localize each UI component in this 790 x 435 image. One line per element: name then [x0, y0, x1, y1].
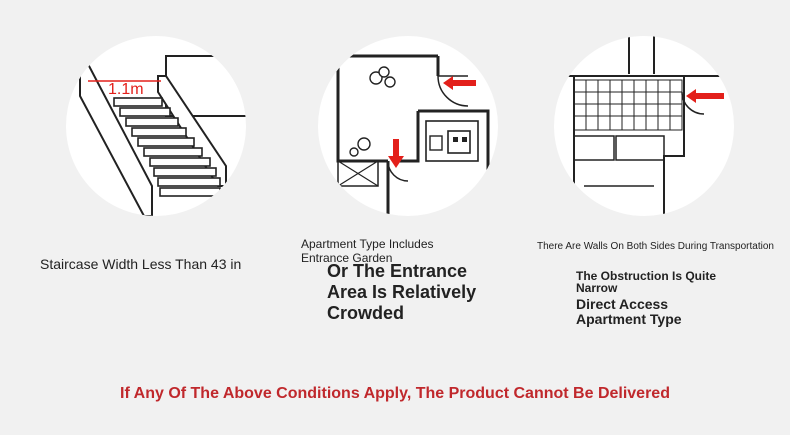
corridor-caption-small: There Are Walls On Both Sides During Tra…: [537, 241, 774, 252]
corridor-caption-large: Direct Access Apartment Type: [576, 296, 682, 327]
red-arrow-icon: [686, 89, 724, 103]
measure-label: 1.1m: [108, 81, 144, 98]
corridor-caption-mid: The Obstruction Is Quite Narrow: [576, 269, 717, 295]
floor-plan-caption-small: Apartment Type Includes Entrance Garden: [301, 237, 434, 265]
delivery-warning: If Any Of The Above Conditions Apply, Th…: [120, 385, 670, 402]
narrow-corridor-illustration: [554, 36, 729, 216]
staircase-caption: Staircase Width Less Than 43 in: [40, 256, 242, 272]
floor-plan-illustration-circle: [318, 36, 498, 216]
staircase-illustration-circle: 1.1m: [66, 36, 246, 216]
staircase-illustration: 1.1m: [79, 55, 246, 216]
floor-plan-caption-large: Or The Entrance Area Is Relatively Crowd…: [327, 261, 477, 323]
floor-plan-illustration: [336, 54, 490, 216]
corridor-illustration-circle: [554, 36, 734, 216]
